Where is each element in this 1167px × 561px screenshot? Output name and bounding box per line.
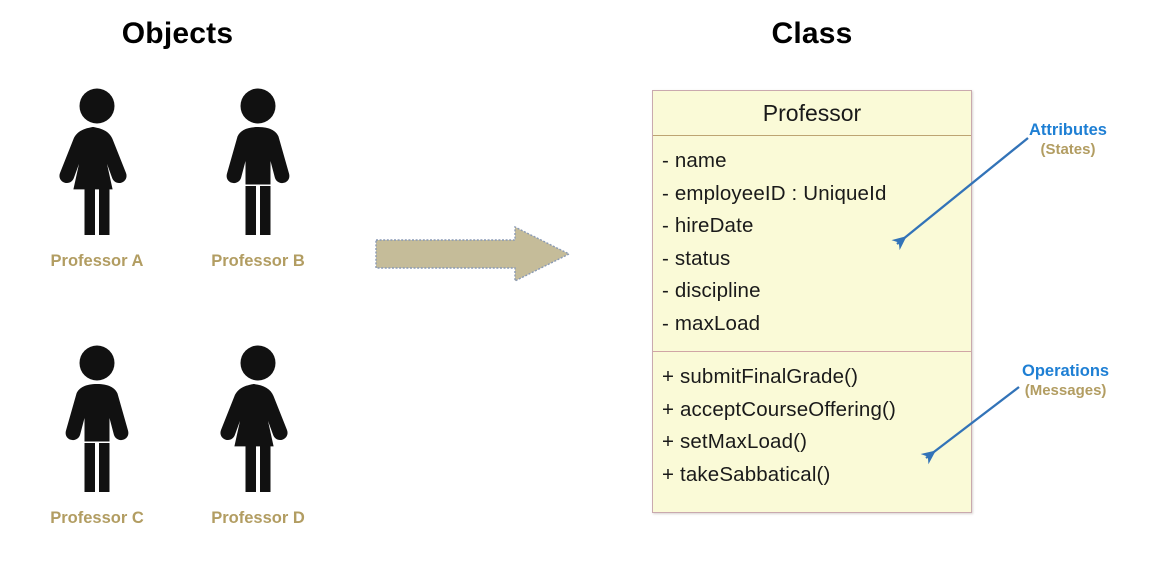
attribute-row: - status bbox=[662, 246, 731, 270]
operation-row: + acceptCourseOffering() bbox=[662, 397, 896, 421]
person-female-icon bbox=[59, 88, 127, 235]
class-section-heading: Class bbox=[771, 17, 853, 50]
object-label: Professor A bbox=[50, 252, 144, 270]
annotation-attributes: Attributes (States) bbox=[1029, 120, 1107, 160]
objects-section-heading: Objects bbox=[121, 17, 234, 50]
annotation-subtitle: (States) bbox=[1040, 141, 1096, 158]
annotation-operations: Operations (Messages) bbox=[1022, 361, 1109, 401]
object-professor-a: Professor A bbox=[22, 86, 172, 271]
object-label: Professor D bbox=[211, 509, 305, 527]
operations-compartment: + submitFinalGrade() + acceptCourseOffer… bbox=[653, 352, 971, 491]
attribute-row: - maxLoad bbox=[662, 311, 761, 335]
attribute-row: - employeeID : UniqueId bbox=[662, 181, 887, 205]
person-male-icon bbox=[226, 88, 290, 235]
attribute-row: - hireDate bbox=[662, 214, 754, 237]
attributes-compartment: - name - employeeID : UniqueId - hireDat… bbox=[653, 136, 971, 352]
annotation-title: Operations bbox=[1022, 362, 1110, 380]
object-professor-b: Professor B bbox=[183, 86, 333, 271]
person-male-icon bbox=[65, 345, 129, 492]
object-professor-c: Professor C bbox=[22, 343, 172, 528]
attribute-row: - name bbox=[662, 149, 727, 172]
operation-row: + setMaxLoad() bbox=[662, 430, 808, 453]
object-label: Professor B bbox=[211, 252, 305, 270]
uml-class-box: Professor - name - employeeID : UniqueId… bbox=[652, 90, 972, 513]
annotation-subtitle: (Messages) bbox=[1024, 382, 1107, 399]
operation-row: + submitFinalGrade() bbox=[662, 365, 859, 388]
object-professor-d: Professor D bbox=[183, 343, 333, 528]
object-label: Professor C bbox=[50, 509, 144, 527]
annotation-title: Attributes bbox=[1029, 121, 1107, 139]
right-arrow-icon bbox=[375, 226, 570, 282]
person-female-icon bbox=[220, 345, 288, 492]
attribute-row: - discipline bbox=[662, 279, 761, 302]
class-name: Professor bbox=[653, 91, 971, 136]
operation-row: + takeSabbatical() bbox=[662, 462, 831, 486]
